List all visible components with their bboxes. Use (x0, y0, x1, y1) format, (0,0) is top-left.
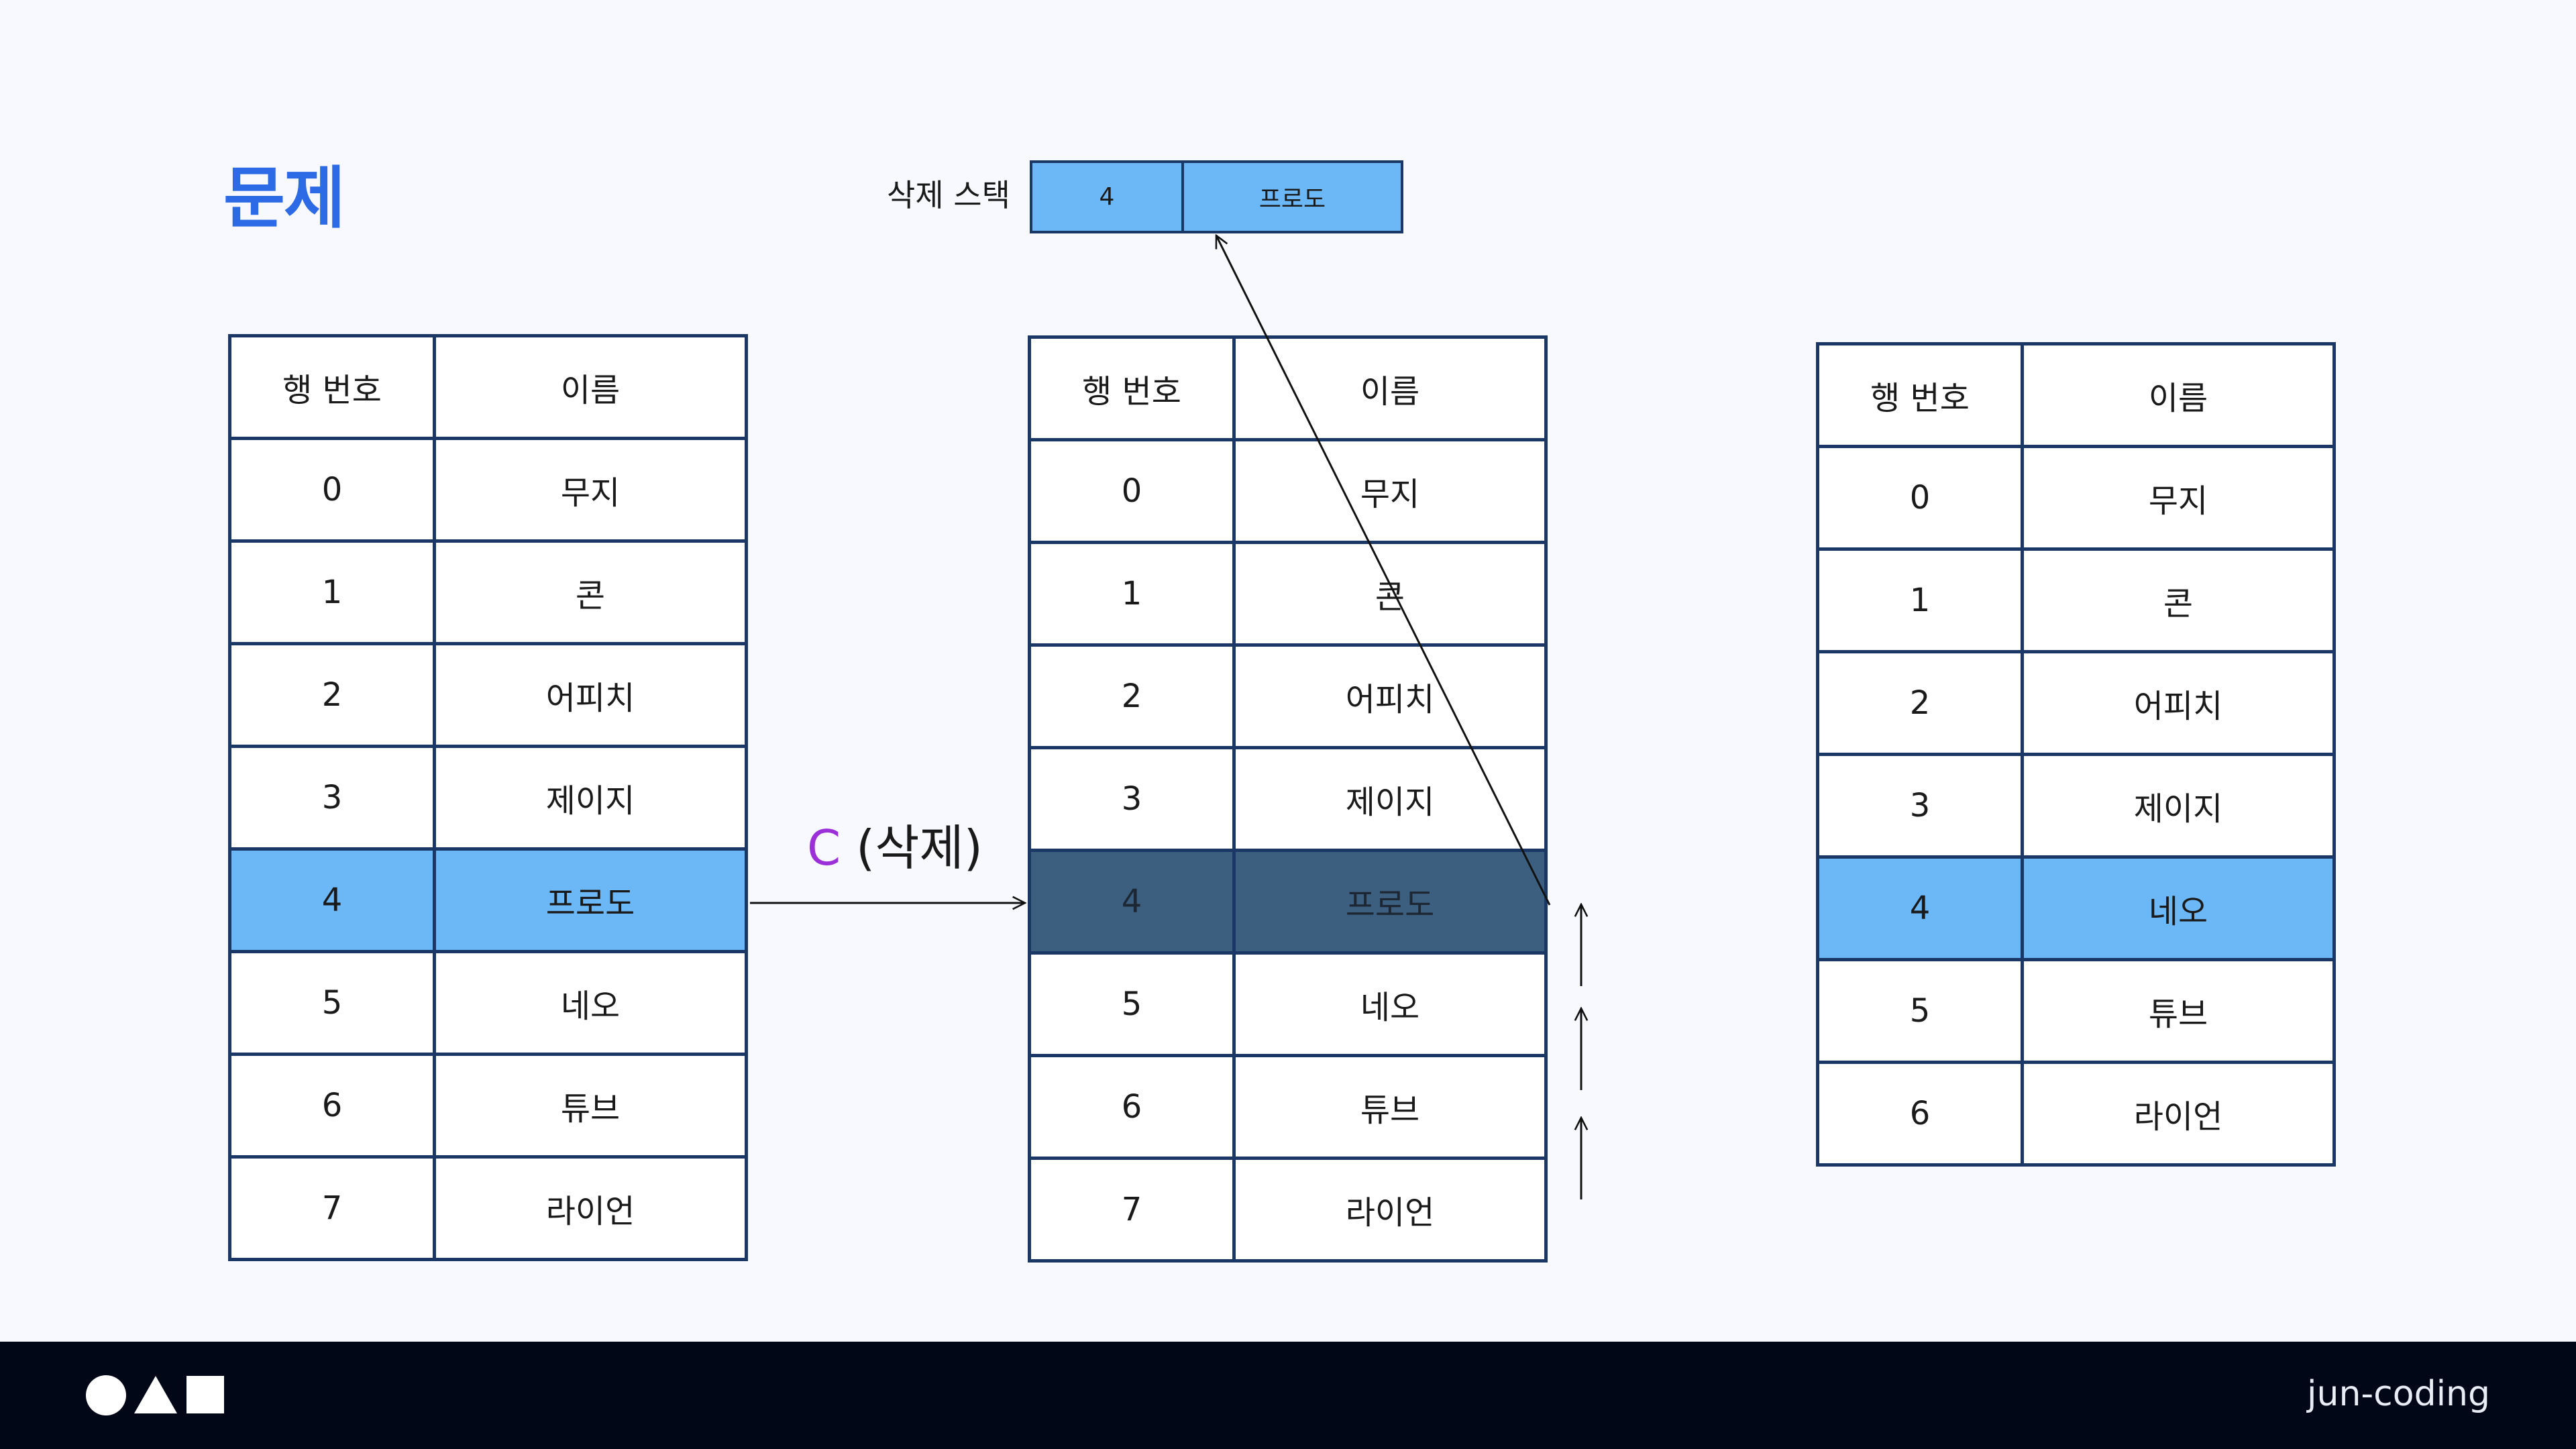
table-header-row: 행 번호 이름 (1816, 342, 2336, 448)
row-name: 콘 (433, 539, 748, 645)
row-number: 1 (1028, 541, 1236, 647)
table-header-row: 행 번호 이름 (228, 334, 748, 440)
row-name: 네오 (2021, 855, 2336, 961)
circle-icon (86, 1375, 126, 1415)
row-number: 2 (1028, 643, 1236, 749)
row-number: 5 (1028, 951, 1236, 1057)
stack-push-arrow (1215, 235, 1551, 906)
row-number: 3 (1816, 753, 2024, 859)
row-name: 프로도 (433, 847, 748, 953)
header-row-number: 행 번호 (1816, 342, 2024, 448)
row-name: 콘 (2021, 547, 2336, 653)
row-name: 네오 (1232, 951, 1548, 1057)
row-name: 튜브 (2021, 958, 2336, 1064)
row-name: 제이지 (433, 745, 748, 851)
row-number: 1 (228, 539, 436, 645)
row-name: 무지 (1232, 438, 1548, 544)
row-number: 6 (1816, 1061, 2024, 1167)
command-label: C (삭제) (807, 824, 983, 872)
row-name: 제이지 (1232, 746, 1548, 852)
row-name: 라이언 (2021, 1061, 2336, 1167)
row-name: 어피치 (2021, 650, 2336, 756)
row-name: 제이지 (2021, 753, 2336, 859)
row-number: 3 (1028, 746, 1236, 852)
delete-stack-num: 4 (1032, 163, 1184, 231)
row-name: 네오 (433, 950, 748, 1056)
header-row-number: 행 번호 (228, 334, 436, 440)
header-name: 이름 (2021, 342, 2336, 448)
row-name: 라이언 (433, 1155, 748, 1261)
row-name: 어피치 (1232, 643, 1548, 749)
row-name: 튜브 (1232, 1054, 1548, 1160)
row-number: 5 (1816, 958, 2024, 1064)
row-number: 4 (1028, 849, 1236, 955)
row-number: 0 (228, 437, 436, 543)
row-name: 어피치 (433, 642, 748, 748)
row-number: 3 (228, 745, 436, 851)
triangle-icon (134, 1376, 177, 1413)
table-header-row: 행 번호 이름 (1028, 335, 1548, 441)
header-row-number: 행 번호 (1028, 335, 1236, 441)
square-icon (186, 1376, 224, 1413)
arrows-overlay (750, 0, 2576, 1199)
row-number: 5 (228, 950, 436, 1056)
row-number: 4 (1816, 855, 2024, 961)
delete-stack-label: 삭제 스택 (887, 177, 1010, 213)
command-text: (삭제) (856, 820, 983, 876)
delete-stack-name: 프로도 (1258, 185, 1326, 213)
brand-name: jun-coding (2307, 1374, 2490, 1414)
row-number: 2 (228, 642, 436, 748)
page-title: 문제 (223, 159, 345, 237)
row-number: 4 (228, 847, 436, 953)
row-name: 무지 (433, 437, 748, 543)
delete-stack: 4 프로도 (1030, 160, 1403, 233)
row-name: 프로도 (1232, 849, 1548, 955)
row-number: 6 (1028, 1054, 1236, 1160)
footer-bar: jun-coding (0, 1342, 2576, 1449)
row-number: 0 (1028, 438, 1236, 544)
row-number: 6 (228, 1053, 436, 1159)
row-number: 7 (228, 1155, 436, 1261)
row-name: 콘 (1232, 541, 1548, 647)
row-name: 라이언 (1232, 1157, 1548, 1263)
header-name: 이름 (1232, 335, 1548, 441)
row-number: 0 (1816, 445, 2024, 551)
header-name: 이름 (433, 334, 748, 440)
row-number: 2 (1816, 650, 2024, 756)
row-name: 튜브 (433, 1053, 748, 1159)
row-number: 7 (1028, 1157, 1236, 1263)
row-number: 1 (1816, 547, 2024, 653)
row-name: 무지 (2021, 445, 2336, 551)
brand-logo (86, 1375, 224, 1415)
command-letter: C (807, 820, 841, 876)
